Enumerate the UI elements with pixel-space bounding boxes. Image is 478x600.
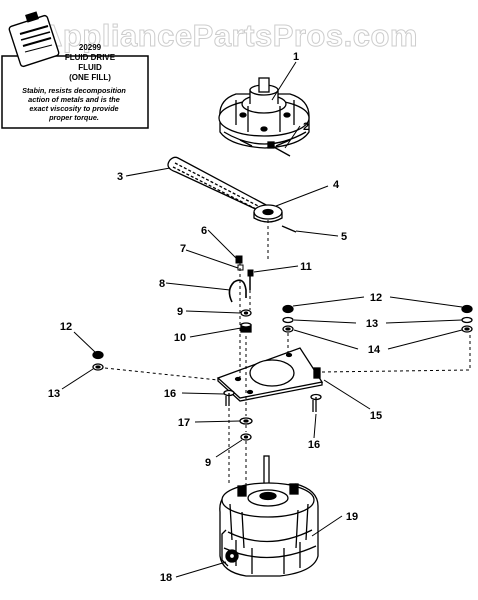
part-pin-5: [281, 225, 297, 233]
note-desc4: proper torque.: [48, 113, 99, 122]
callout-1: 1: [293, 51, 299, 63]
callout-14: 14: [368, 344, 381, 356]
note-line2: FLUID: [78, 63, 102, 72]
leader-lines: [61, 61, 463, 578]
note-part-number: 20299: [79, 43, 102, 52]
part-pulley: [253, 204, 283, 223]
callout-3: 3: [117, 171, 123, 183]
note-desc1: Stabin, resists decomposition: [22, 86, 126, 95]
callout-13-left: 13: [48, 388, 60, 400]
watermark: AppliancePartsPros.com: [40, 18, 418, 54]
fluid-bottle-icon: [8, 11, 60, 68]
note-desc2: action of metals and is the: [28, 95, 120, 104]
callout-13-right: 13: [366, 318, 378, 330]
part-mounting-plate: [216, 347, 324, 402]
callout-labels: 1 2 3 4 5 6 7 8 11 9 10 12 13 14 12 13 1…: [48, 51, 382, 584]
callout-16-right: 16: [308, 439, 320, 451]
fluid-note: 20299 FLUID DRIVE FLUID (ONE FILL) Stabi…: [1, 11, 149, 129]
part-transmission: [219, 455, 319, 577]
part-washers-17-9: [239, 417, 253, 441]
note-line3: (ONE FILL): [69, 73, 111, 82]
part-belt: [167, 156, 270, 214]
callout-12-left: 12: [60, 321, 72, 333]
note-line1: FLUID DRIVE: [65, 53, 116, 62]
callout-16-left: 16: [164, 388, 176, 400]
callout-17: 17: [178, 417, 190, 429]
part-right-hardware: [282, 304, 473, 333]
part-fluid-drive: [218, 77, 310, 149]
callout-15: 15: [370, 410, 382, 422]
part-screw-2: [267, 141, 291, 157]
callout-18: 18: [160, 572, 172, 584]
part-left-hardware: [92, 350, 104, 371]
callout-9-upper: 9: [177, 306, 183, 318]
note-desc3: exact viscosity to provide: [29, 104, 118, 113]
callout-2: 2: [303, 121, 309, 133]
callout-10: 10: [174, 332, 186, 344]
part-clip-8: [228, 279, 247, 303]
callout-6: 6: [201, 225, 207, 237]
callout-5: 5: [341, 231, 347, 243]
callout-7: 7: [180, 243, 186, 255]
callout-19: 19: [346, 511, 358, 523]
callout-9-lower: 9: [205, 457, 211, 469]
callout-11: 11: [300, 261, 312, 273]
part-washers-9-10: [240, 309, 252, 333]
callout-12-right: 12: [370, 292, 382, 304]
part-bolts-16: [223, 389, 322, 412]
callout-8: 8: [159, 278, 165, 290]
callout-4: 4: [333, 179, 340, 191]
